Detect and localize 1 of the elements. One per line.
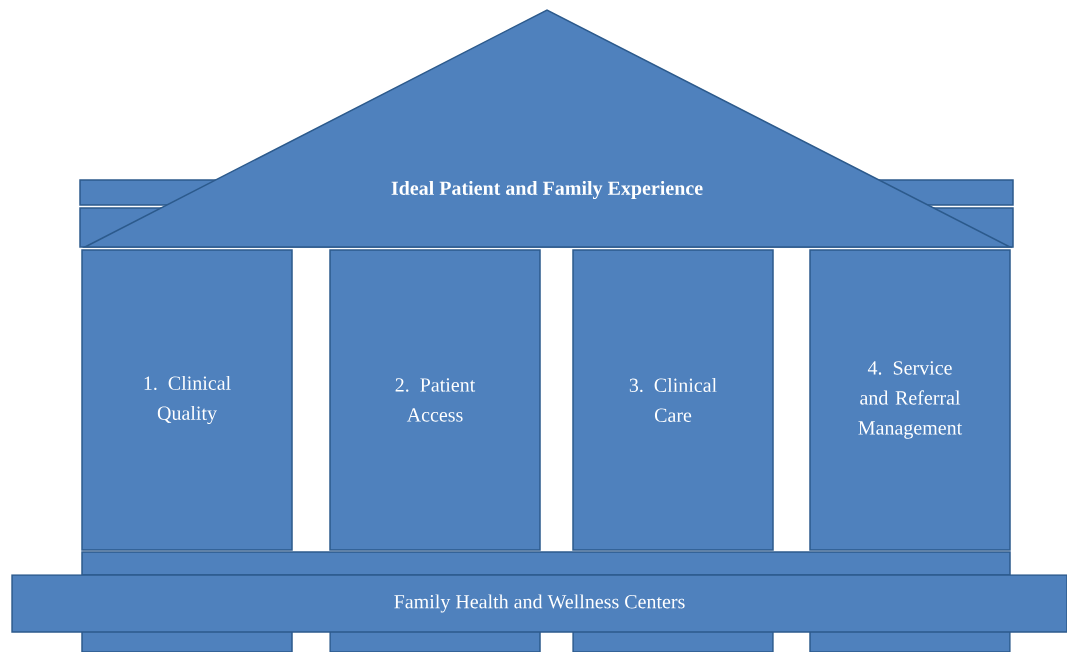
- pediment-drawing: Ideal Patient and Family Experience: [79, 9, 1014, 248]
